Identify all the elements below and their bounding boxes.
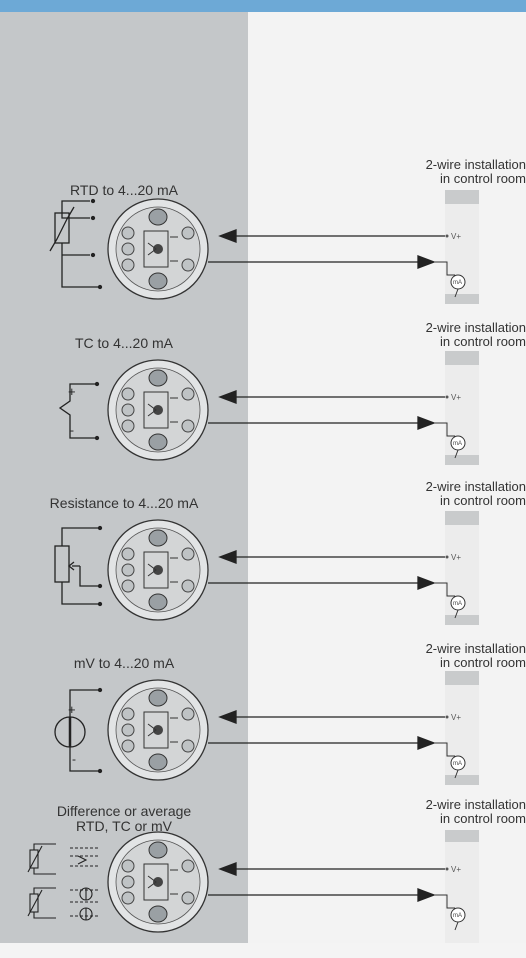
signal-arrows	[208, 390, 445, 430]
install-label: 2-wire installation in control room	[425, 320, 526, 349]
section-mv: mV to 4...20 mA 2-wire installation in c…	[0, 642, 526, 806]
transmitter-head-icon	[107, 359, 209, 461]
svg-text:-: -	[70, 423, 74, 437]
voltage-source-icon: + -	[54, 687, 103, 774]
svg-text:V+: V+	[451, 713, 461, 722]
section-tc: TC to 4...20 mA 2-wire installation in c…	[0, 321, 526, 486]
section-difference: Difference or average RTD, TC or mV 2-wi…	[0, 798, 526, 958]
section-resistance: Resistance to 4...20 mA 2-wire installat…	[0, 480, 526, 646]
sensor-panel	[0, 12, 248, 943]
ammeter-icon: mA	[450, 907, 466, 931]
signal-arrows	[208, 710, 445, 750]
top-accent-bar	[0, 0, 526, 12]
svg-text:V+: V+	[451, 553, 461, 562]
svg-text:+: +	[68, 702, 76, 717]
wiring-diagram: + - V+	[54, 671, 479, 785]
svg-text:mA: mA	[453, 601, 462, 607]
signal-arrows	[208, 862, 445, 902]
section-title: mV to 4...20 mA	[73, 655, 175, 671]
svg-text:V+: V+	[451, 232, 461, 241]
section-title: Difference or average RTD, TC or mV	[56, 803, 192, 834]
power-supply-terminal: V+ mA	[434, 671, 479, 785]
power-supply-terminal: V+ mA	[434, 351, 479, 465]
wiring-diagram: V+ mA	[49, 190, 479, 304]
install-label: 2-wire installation in control room	[425, 479, 526, 508]
ammeter-icon: mA	[450, 435, 466, 459]
svg-text:mA: mA	[453, 913, 462, 919]
power-supply-terminal: V+ mA	[434, 830, 479, 943]
power-supply-terminal: V+ mA	[434, 190, 479, 304]
install-label: 2-wire installation in control room	[425, 641, 526, 670]
svg-text:+: +	[68, 384, 76, 399]
transmitter-head-icon	[107, 679, 209, 781]
ammeter-icon: mA	[450, 755, 466, 779]
transmitter-head-icon	[107, 519, 209, 621]
install-label: 2-wire installation in control room	[425, 797, 526, 826]
power-supply-terminal: V+ mA	[434, 511, 479, 625]
svg-text:mA: mA	[453, 280, 462, 286]
section-rtd: RTD to 4...20 mA 2-wire installation in …	[0, 158, 526, 325]
section-title: Resistance to 4...20 mA	[49, 495, 199, 511]
ammeter-icon: mA	[450, 274, 466, 298]
transmitter-head-icon	[107, 198, 209, 300]
section-title: TC to 4...20 mA	[74, 335, 174, 351]
control-room-panel	[248, 12, 526, 943]
potentiometer-sensor-icon	[54, 525, 103, 607]
svg-text:mA: mA	[453, 441, 462, 447]
wiring-diagram: + - V+	[58, 351, 479, 465]
signal-arrows	[208, 550, 445, 590]
svg-text:mA: mA	[453, 761, 462, 767]
transmitter-head-icon	[107, 831, 209, 933]
wiring-diagram: V+ mA	[27, 830, 479, 943]
dual-sensor-icon	[27, 843, 100, 921]
install-label: 2-wire installation in control room	[425, 157, 526, 186]
section-title: RTD to 4...20 mA	[70, 182, 178, 198]
thermocouple-sensor-icon: + -	[58, 381, 100, 441]
rtd-sensor-icon	[49, 198, 103, 290]
ammeter-icon: mA	[450, 595, 466, 619]
svg-text:V+: V+	[451, 393, 461, 402]
svg-text:-: -	[72, 752, 76, 766]
signal-arrows	[208, 229, 445, 269]
svg-text:V+: V+	[451, 865, 461, 874]
wiring-diagram: V+ mA	[54, 511, 479, 625]
